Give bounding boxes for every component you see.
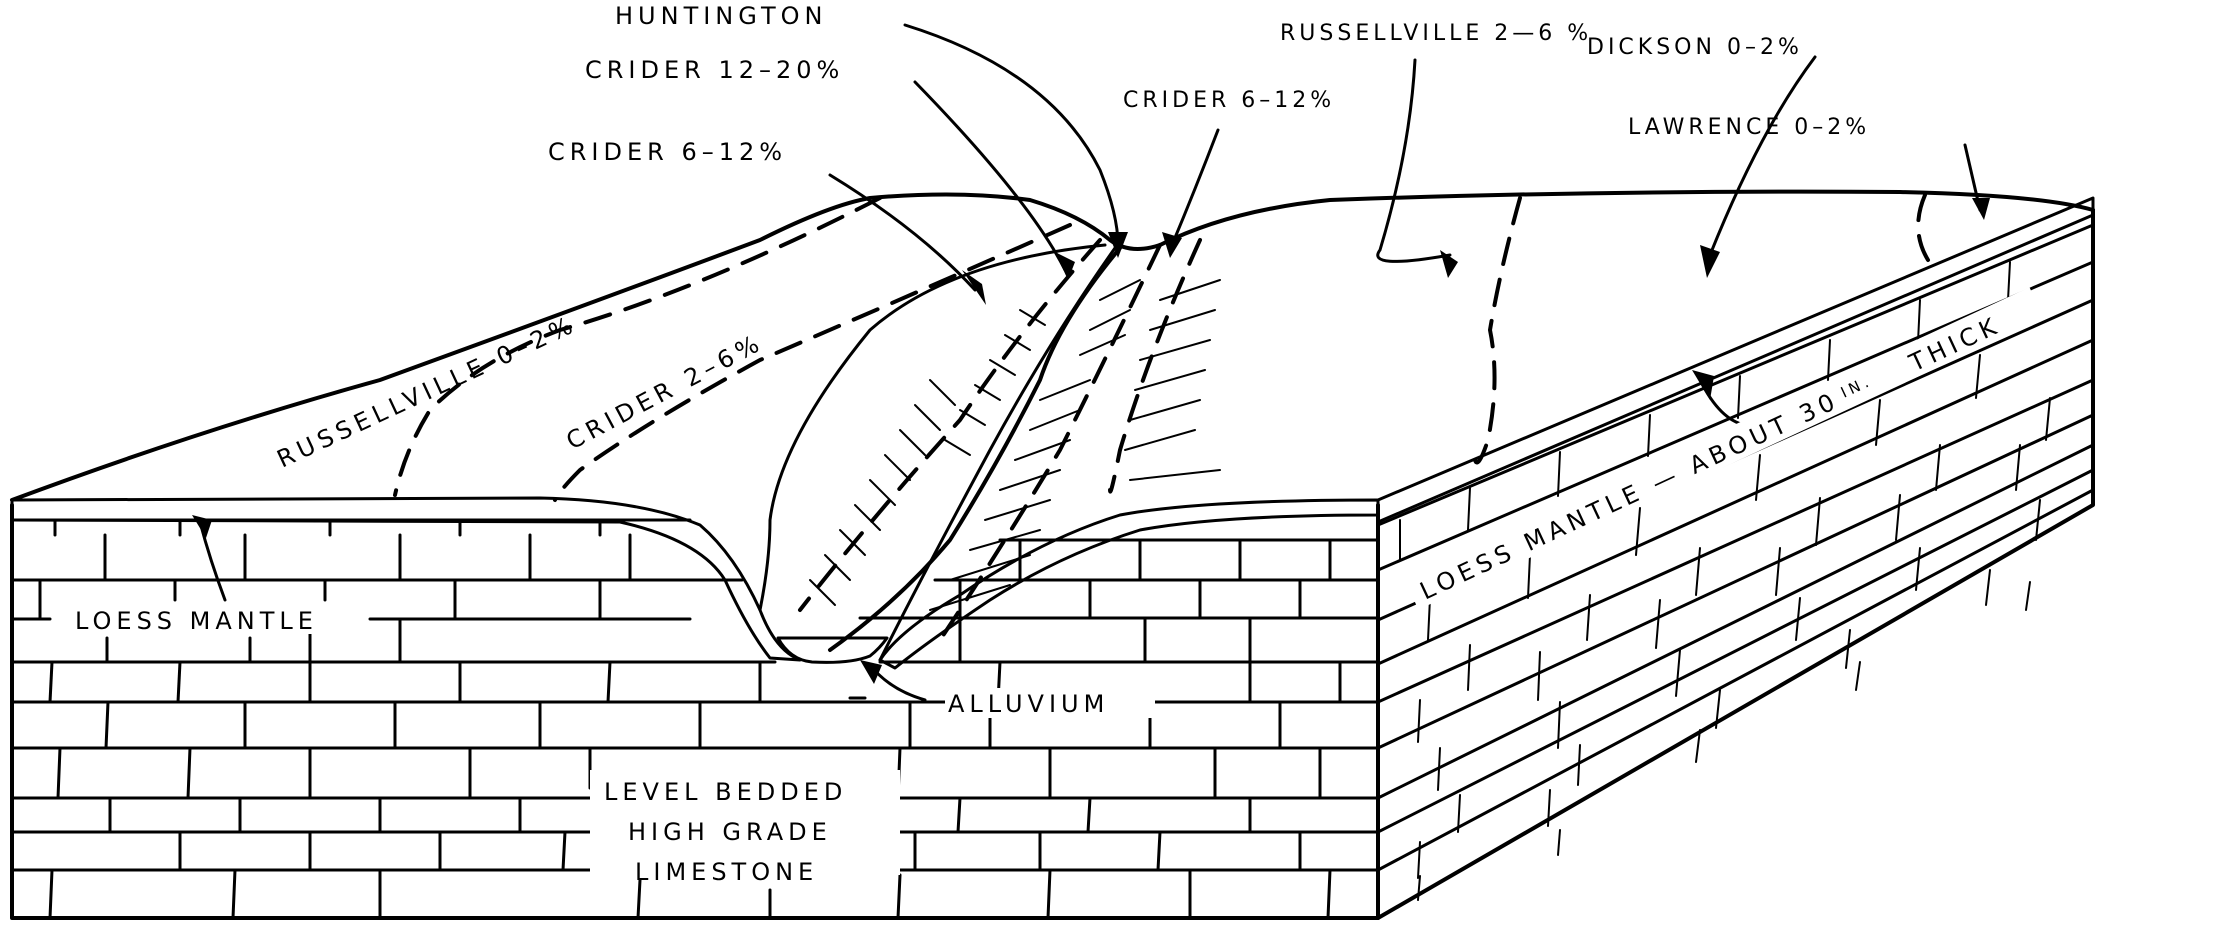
label-bedrock-line-2: HIGH GRADE: [628, 818, 832, 846]
arrowhead: [860, 660, 882, 684]
front-face-limestone: [10, 503, 1380, 920]
loess-mantle-band: [10, 196, 2095, 670]
leader-lines: [198, 23, 1982, 702]
arrowhead: [1972, 198, 1990, 220]
stream-channel: [828, 246, 1122, 652]
label-dickson: DICKSON 0–2%: [1587, 35, 1803, 60]
slope-hachures: [809, 279, 1221, 611]
label-loess-mantle-front: LOESS MANTLE: [75, 607, 318, 635]
arrowhead: [1055, 252, 1075, 280]
label-bedrock-line-3: LIMESTONE: [635, 858, 818, 886]
right-joints: [1399, 261, 2051, 901]
front-bedding-lines: [10, 518, 1380, 872]
alluvium-deposit: [776, 636, 889, 664]
soil-boundaries: [393, 193, 1930, 642]
label-alluvium: ALLUVIUM: [948, 690, 1109, 718]
arrowhead: [1108, 232, 1128, 258]
label-huntington: HUNTINGTON: [615, 2, 828, 30]
front-joints: [38, 518, 1342, 920]
label-crider-6-12-right: CRIDER 6–12%: [1123, 88, 1335, 113]
label-crider-12-20: CRIDER 12–20%: [585, 56, 844, 84]
arrowhead: [1162, 232, 1182, 258]
arrowhead: [1700, 245, 1720, 278]
arrowhead: [1440, 250, 1458, 278]
label-bedrock-line-1: LEVEL BEDDED: [604, 778, 847, 806]
label-crider-2-6: CRIDER 2–6%: [562, 328, 768, 455]
surface-labels: HUNTINGTON CRIDER 12–20% CRIDER 6–12% CR…: [273, 2, 1870, 474]
label-lawrence: LAWRENCE 0–2%: [1628, 115, 1870, 140]
arrowhead: [192, 515, 212, 538]
label-crider-6-12-left: CRIDER 6–12%: [548, 138, 787, 166]
arrowhead: [962, 270, 986, 305]
label-russellville-2-6: RUSSELLVILLE 2—6 %: [1280, 21, 1592, 46]
arrowheads: [192, 198, 1990, 684]
arrowhead: [1692, 370, 1714, 400]
section-labels: LOESS MANTLE ALLUVIUM LEVEL BEDDED HIGH …: [52, 287, 2044, 886]
label-russellville-0-2: RUSSELLVILLE 0–2%: [273, 310, 582, 474]
